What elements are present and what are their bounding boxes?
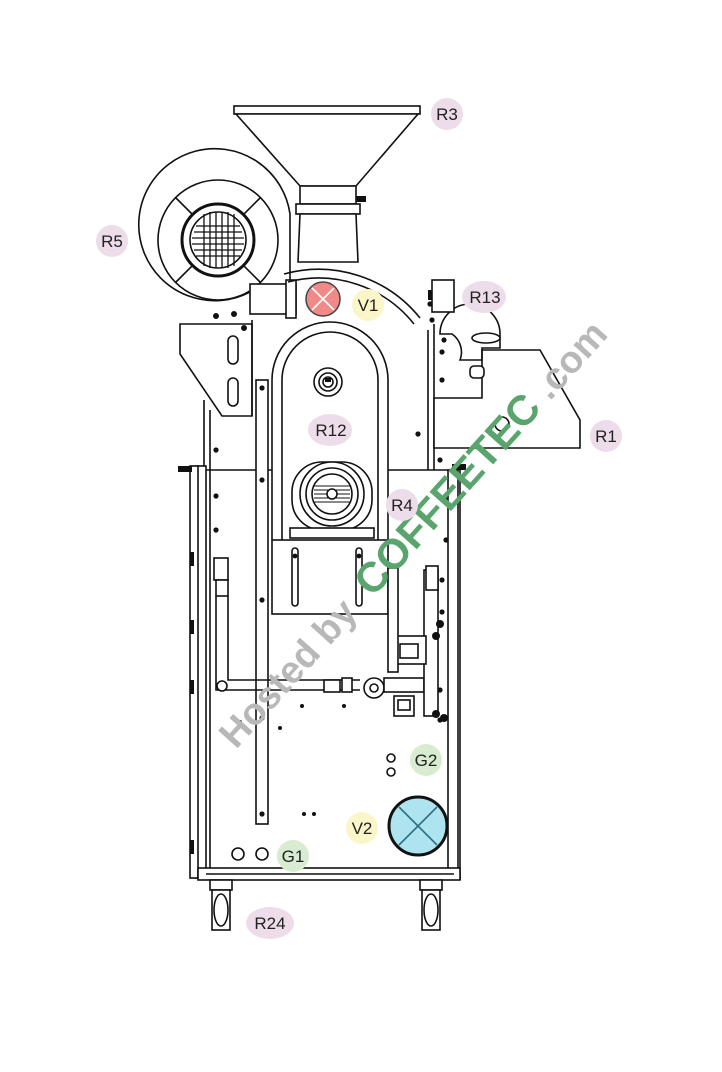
label-r24: R24 xyxy=(246,907,294,939)
label-r1: R1 xyxy=(590,420,622,452)
label-r5-text: R5 xyxy=(101,232,123,251)
left-bracket xyxy=(179,311,253,417)
hopper xyxy=(233,105,421,263)
watermark-prefix: Hosted by xyxy=(211,591,365,756)
fan-grille xyxy=(192,212,244,268)
label-g2-text: G2 xyxy=(415,751,438,770)
valve-v2-marker xyxy=(387,795,449,857)
label-r4-text: R4 xyxy=(391,496,413,515)
label-r5: R5 xyxy=(96,225,128,257)
label-v2: V2 xyxy=(346,812,378,844)
label-g2: G2 xyxy=(410,744,442,776)
label-g1-text: G1 xyxy=(282,847,305,866)
label-r12: R12 xyxy=(308,414,352,446)
label-r13-text: R13 xyxy=(469,288,500,307)
label-r3: R3 xyxy=(431,98,463,130)
ports xyxy=(231,753,396,861)
label-g1: G1 xyxy=(277,840,309,872)
label-v1-text: V1 xyxy=(358,296,379,315)
label-r1-text: R1 xyxy=(595,427,617,446)
label-r3-text: R3 xyxy=(436,105,458,124)
gas-piping xyxy=(213,557,448,722)
main-body xyxy=(178,268,466,881)
label-r13: R13 xyxy=(462,281,506,313)
fan-housing xyxy=(138,147,297,319)
valve-v1-marker xyxy=(305,281,341,317)
casters xyxy=(209,879,443,931)
label-r24-text: R24 xyxy=(254,914,285,933)
cooler-tray xyxy=(433,303,581,449)
label-v2-text: V2 xyxy=(352,819,373,838)
label-r12-text: R12 xyxy=(315,421,346,440)
label-v1: V1 xyxy=(352,289,384,321)
motor xyxy=(289,461,375,539)
label-r4: R4 xyxy=(386,489,418,521)
control-box xyxy=(428,279,455,313)
